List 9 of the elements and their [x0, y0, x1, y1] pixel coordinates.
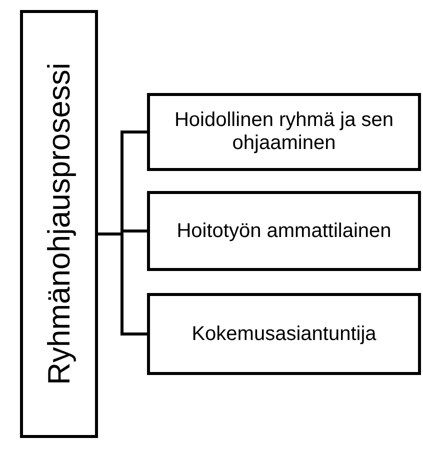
box-label: Hoidollinen ryhmä ja sen ohjaaminen [173, 109, 394, 155]
box-label: Kokemusasiantuntija [190, 322, 378, 346]
connector-line [98, 232, 147, 336]
process-box [147, 293, 421, 375]
box-label: Ryhmänohjausprosessi [41, 62, 77, 386]
process-box [147, 93, 421, 171]
process-box [20, 10, 98, 438]
process-box [147, 191, 421, 271]
box-label: Hoitotyön ammattilainen [176, 220, 392, 242]
